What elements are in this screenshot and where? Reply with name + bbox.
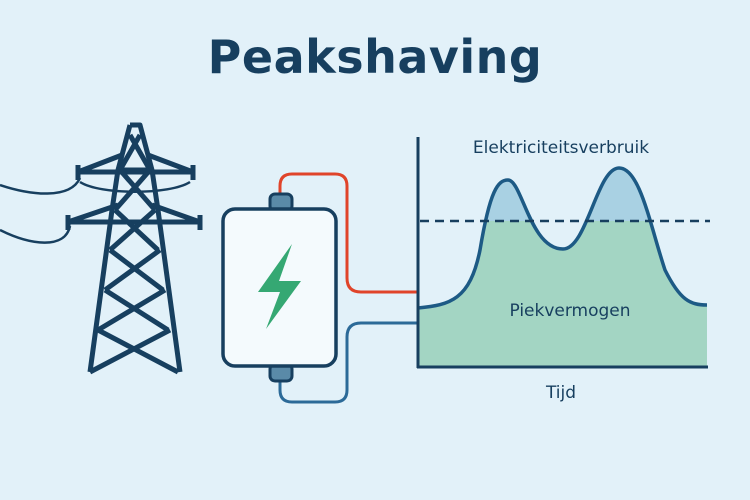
x-axis-label: Tijd — [545, 383, 576, 403]
red-wire — [278, 172, 418, 294]
page-title: Peakshaving — [207, 30, 543, 84]
chart-title: Elektriciteitsverbruik — [473, 138, 649, 158]
area-label: Piekvermogen — [509, 301, 630, 321]
power-lines — [0, 177, 82, 244]
consumption-chart: Elektriciteitsverbruik Piekvermogen Tijd — [416, 137, 710, 403]
blue-wire — [278, 321, 418, 404]
lightning-bolt-icon — [258, 244, 301, 329]
consumption-curve — [417, 166, 708, 310]
power-pylon-icon — [65, 122, 203, 375]
